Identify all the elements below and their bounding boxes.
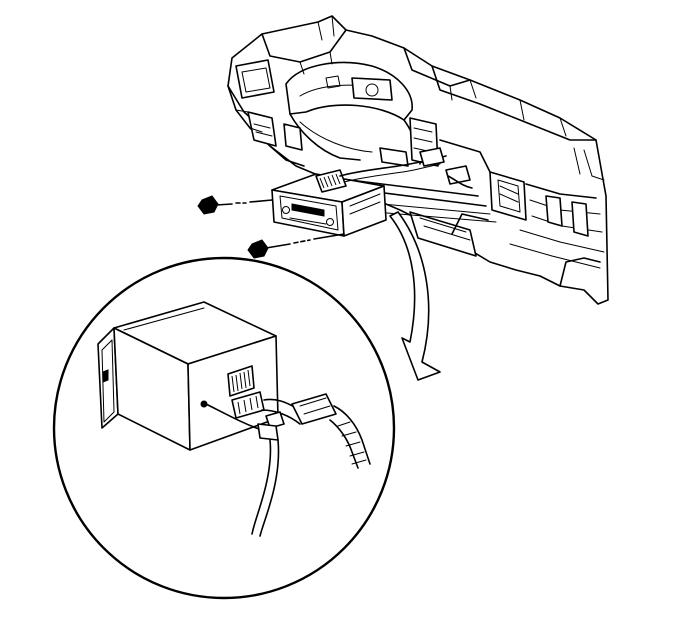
radio-receiver [97,301,279,451]
mounting-bolt [247,233,345,259]
callout-arrow [389,211,441,381]
wire-harness-connector [231,391,371,469]
radio-receiver [271,147,497,237]
antenna-cable [205,403,280,537]
instrument-panel [227,15,609,305]
mounting-bolt [197,195,273,215]
